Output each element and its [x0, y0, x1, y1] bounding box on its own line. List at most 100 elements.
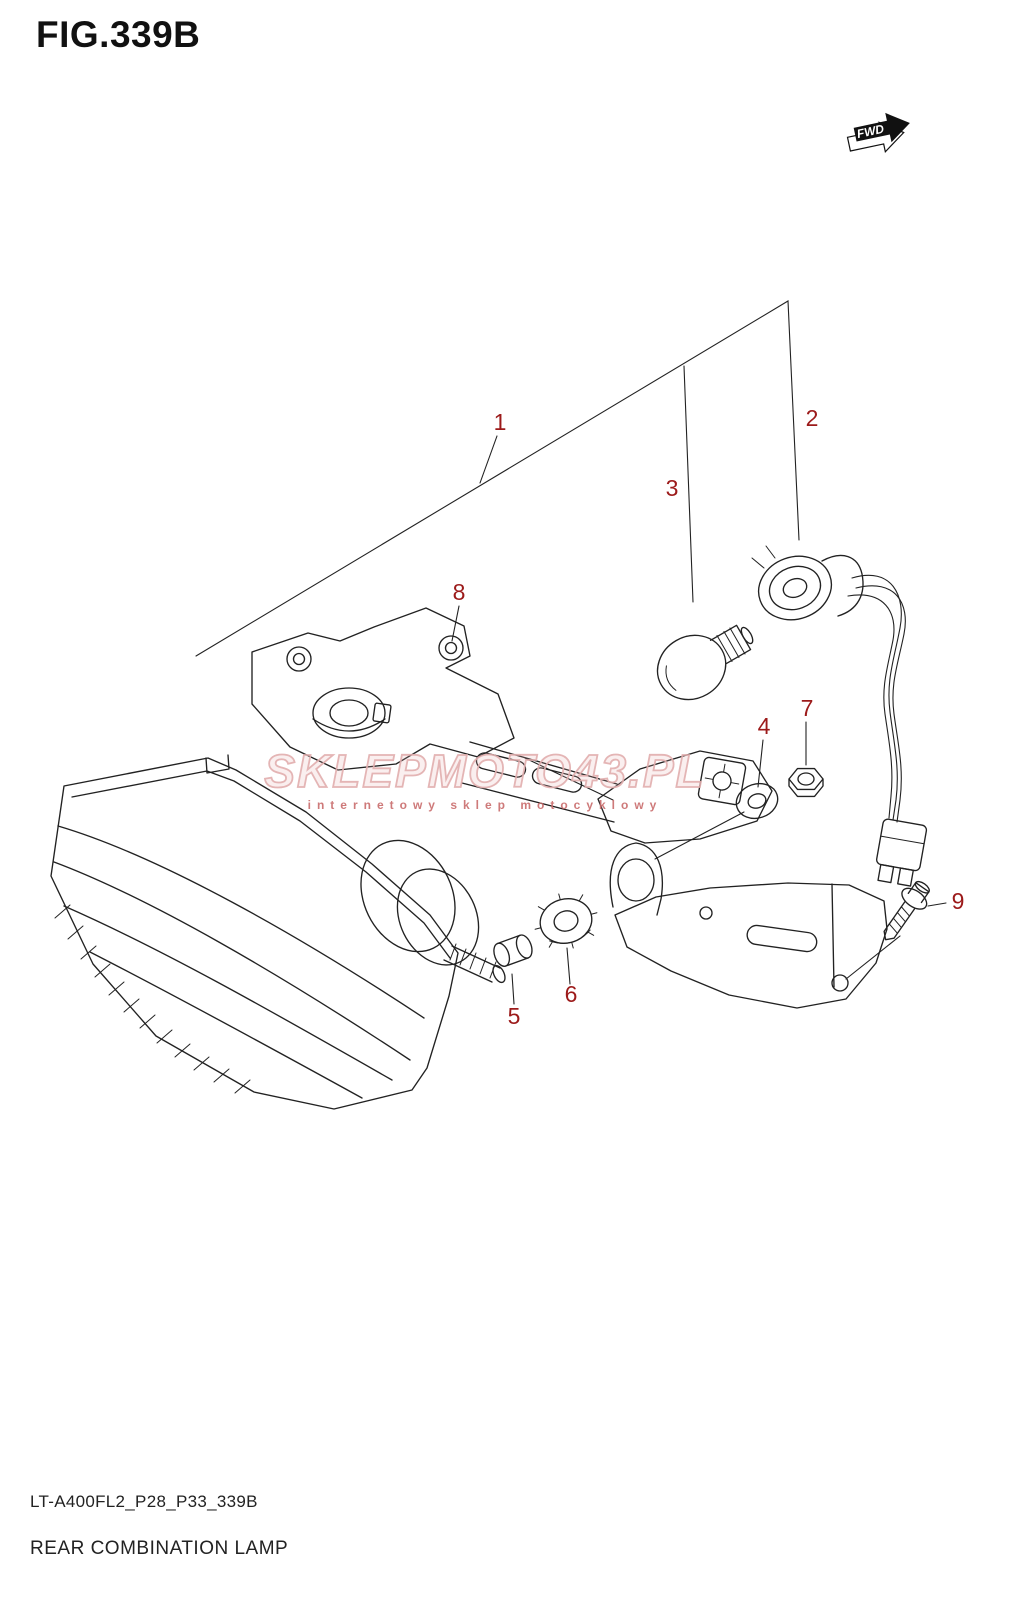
bolt-flange — [901, 887, 928, 910]
spacer — [493, 934, 533, 967]
callout-7: 7 — [801, 695, 814, 721]
lamp-top-tab — [205, 754, 230, 774]
callout-3: 3 — [666, 475, 679, 501]
nut-hex — [788, 767, 824, 791]
callout-9: 9 — [952, 888, 965, 914]
callout-8: 8 — [453, 579, 466, 605]
lower-bracket — [597, 750, 888, 1009]
bracket-ear-hole — [617, 858, 655, 902]
bracket-boss-depth — [312, 718, 386, 732]
callout-5-leader — [511, 973, 515, 1005]
fwd-direction-icon: FWD — [846, 112, 910, 153]
callout-6-leader — [566, 947, 571, 985]
bulb-base-rings — [716, 627, 746, 662]
callout-9-leader — [927, 902, 947, 907]
bulb-socket — [751, 545, 928, 887]
grommet-depth — [549, 929, 591, 944]
bracket-hole-right — [438, 635, 464, 661]
speed-nut-slits — [704, 763, 740, 799]
lamp-stud-threads — [449, 943, 497, 979]
connector-body — [875, 818, 928, 872]
lower-bracket-upper-lobe — [597, 750, 773, 844]
bracket-arm-top-edge — [469, 741, 618, 785]
grommet-notches — [534, 893, 598, 949]
arm-slot-2 — [531, 767, 583, 793]
bolt-threads — [888, 906, 910, 934]
lens-outline — [50, 757, 459, 1110]
lower-bracket-small-hole — [699, 906, 713, 920]
lamp-stud-end — [492, 964, 506, 984]
speed-nut-body — [697, 756, 747, 806]
spacer-sides — [496, 934, 529, 967]
lamp-rear-cylinder-front — [360, 839, 456, 953]
speed-nut-hole — [712, 771, 732, 791]
lower-bracket-step — [831, 883, 835, 988]
bulb-glass — [656, 634, 727, 701]
callout-2: 2 — [806, 405, 819, 431]
lens-ridge-4 — [89, 951, 363, 1099]
bolt-head-top — [914, 880, 930, 894]
axis-line-washer-to-ear — [654, 811, 745, 860]
nut — [788, 767, 824, 798]
grommet-outer — [539, 898, 593, 944]
socket-flange — [757, 555, 833, 621]
callout-numbers: 1 2 3 4 5 6 7 8 9 — [453, 405, 965, 1029]
callout-1-leader — [479, 435, 498, 484]
bracket-hole-right-inner — [444, 641, 458, 655]
frame-diagonal-to-socket — [195, 300, 800, 657]
lens-ridge-1 — [57, 825, 425, 1019]
washer — [735, 782, 779, 820]
nut-depth — [788, 778, 824, 798]
frame-line-to-bulb — [683, 365, 694, 603]
bolt-head — [907, 881, 930, 904]
lamp-stud-edges — [443, 945, 501, 983]
socket-inner — [768, 565, 822, 611]
speed-nut-clip — [697, 756, 747, 806]
callout-8-leader — [451, 605, 460, 642]
callout-5: 5 — [508, 1003, 521, 1029]
upper-bracket — [251, 607, 515, 771]
bracket-boss-inner — [329, 699, 369, 727]
callout-4: 4 — [758, 713, 771, 739]
bracket-arm — [461, 741, 618, 823]
axis-line-bolt-to-hole — [845, 935, 901, 980]
figure-title: FIG.339B — [36, 14, 201, 55]
frame-lines — [195, 300, 947, 1005]
socket-tabs — [751, 545, 776, 569]
connector-terminal-1 — [877, 863, 895, 884]
lens-hatching — [54, 904, 251, 1094]
bracket-ear — [609, 842, 663, 916]
socket-grommet — [534, 893, 598, 949]
wire-strand-3 — [847, 594, 895, 819]
callout-1: 1 — [494, 409, 507, 435]
bracket-boss-outer — [312, 687, 386, 739]
lamp-rear-cylinder-back — [396, 868, 480, 966]
bulb-glass-highlight — [665, 665, 677, 691]
callout-6: 6 — [565, 981, 578, 1007]
lens-ridge-3 — [63, 905, 393, 1081]
washer-outer — [735, 782, 779, 820]
lower-bracket-slot — [746, 924, 818, 953]
lamp-housing — [50, 754, 506, 1110]
arm-slot-1 — [475, 752, 527, 778]
wire-connector — [875, 818, 928, 887]
connector-terminal-2 — [897, 867, 914, 887]
bracket-hole-left-inner — [292, 652, 306, 666]
fwd-label: FWD — [856, 122, 886, 141]
bracket-clip — [372, 702, 392, 724]
grommet-inner — [553, 910, 579, 932]
bulb — [656, 624, 754, 701]
diagram-title: REAR COMBINATION LAMP — [30, 1538, 289, 1559]
flange-bolt — [883, 880, 930, 941]
lower-bracket-plate — [614, 882, 888, 1009]
upper-bracket-outline — [251, 607, 515, 771]
bulb-tip — [740, 626, 754, 645]
bracket-arm-bottom-edge — [461, 782, 615, 823]
washer-inner — [747, 793, 767, 809]
nut-hole — [797, 772, 815, 786]
callout-4-leader — [757, 739, 764, 788]
wire-strand-1 — [851, 574, 902, 821]
part-code: LT-A400FL2_P28_P33_339B — [30, 1492, 258, 1511]
